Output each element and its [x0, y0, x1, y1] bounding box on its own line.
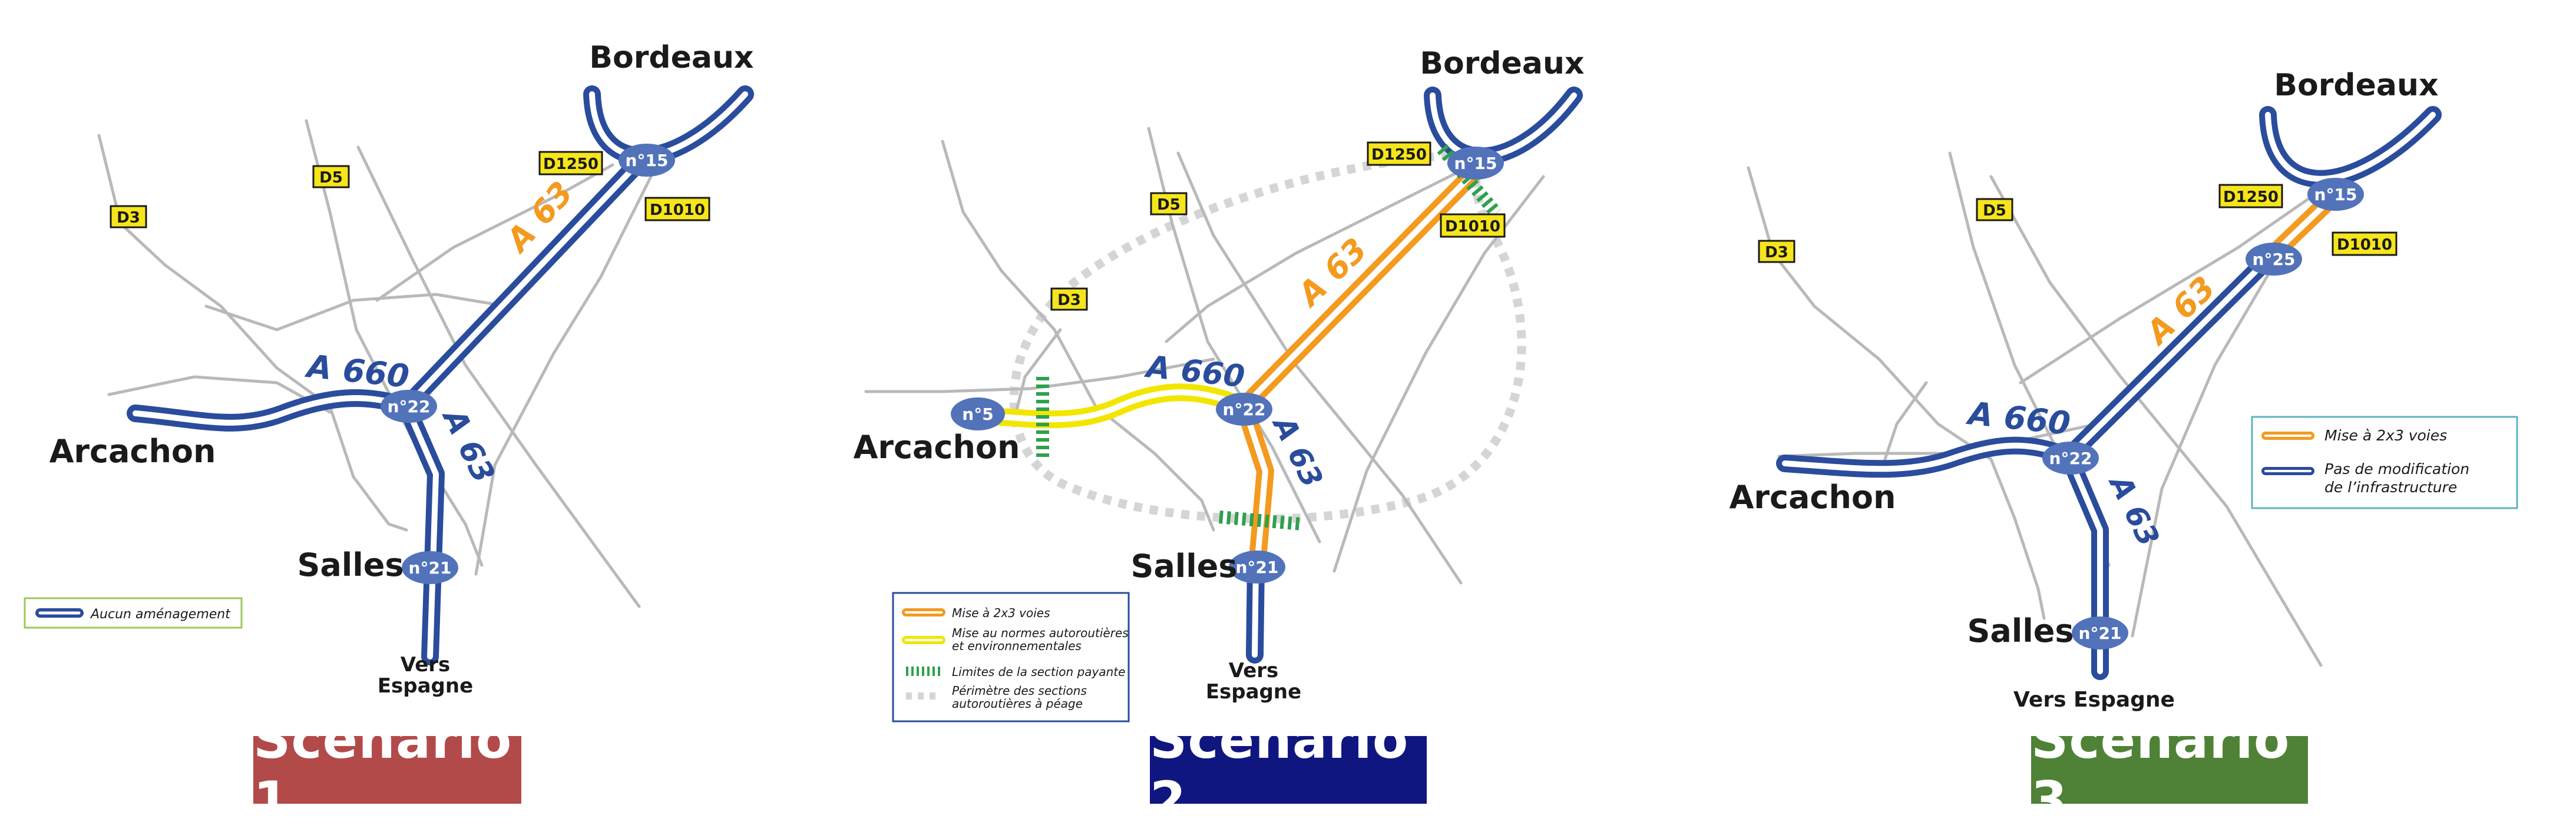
a660-highway — [127, 389, 415, 432]
place-vers-espagne: Vers Espagne — [2013, 688, 2175, 712]
node-n15: n°15 — [619, 144, 675, 177]
map-scenario-1: D3 D5 D1250 D1010 A 63 A 63 A 660 n°15 n… — [24, 40, 754, 698]
secondary-roads — [97, 119, 656, 608]
legend-item-label: Aucun aménagement — [90, 607, 231, 622]
node-n25: n°25 — [2246, 243, 2302, 276]
scenario-3-title: Scénario 3 — [2031, 710, 2308, 831]
road-badge-d1250: D1250 — [538, 151, 603, 175]
node-n15-label: n°15 — [1454, 154, 1497, 173]
a660-upgraded — [969, 383, 1253, 429]
place-salles: Salles — [1130, 548, 1237, 585]
place-bordeaux: Bordeaux — [2274, 68, 2438, 103]
node-n22-label: n°22 — [1223, 400, 1266, 419]
legend-scenario-1: Aucun aménagement — [24, 597, 243, 629]
road-badge-d3-label: D3 — [117, 209, 140, 227]
road-badge-d1010: D1010 — [2332, 231, 2398, 256]
road-badge-d1010: D1010 — [644, 197, 710, 221]
node-n22: n°22 — [2042, 442, 2099, 475]
road-badge-d1250: D1250 — [2218, 184, 2283, 208]
road-badge-d5: D5 — [1150, 192, 1188, 216]
road-badge-d5-label: D5 — [1983, 202, 2006, 220]
legend-item-label: Mise à 2x3 voies — [952, 606, 1050, 620]
legend-item-label: Mise au normes autoroutières — [952, 626, 1129, 640]
road-badge-d1010-label: D1010 — [650, 201, 705, 219]
legend-item-label: Périmètre des sections — [952, 684, 1087, 698]
a660-label: A 660 — [1965, 395, 2072, 442]
a63-highway-north — [1424, 87, 1583, 165]
node-n5: n°5 — [951, 397, 1005, 430]
road-badge-d1250-label: D1250 — [543, 155, 598, 173]
road-badge-d1250-label: D1250 — [2223, 188, 2279, 206]
road-badge-d3: D3 — [1758, 240, 1795, 263]
node-n15-label: n°15 — [626, 151, 669, 170]
place-arcachon: Arcachon — [49, 433, 216, 470]
place-salles: Salles — [297, 546, 404, 584]
road-badge-d1250: D1250 — [1367, 141, 1431, 166]
a660-label: A 660 — [303, 347, 411, 395]
road-badge-d5: D5 — [312, 165, 350, 188]
place-bordeaux: Bordeaux — [1420, 46, 1584, 81]
legend-item-label-line2: autoroutières à péage — [952, 697, 1083, 711]
node-n25-label: n°25 — [2253, 250, 2296, 269]
node-n21-label: n°21 — [409, 558, 452, 578]
road-badge-d3: D3 — [110, 205, 147, 228]
scenario-1-title: Scénario 1 — [253, 710, 521, 831]
node-n21: n°21 — [1229, 551, 1285, 584]
map-scenario-2: D3 D5 D1250 D1010 A 63 A 63 A 660 n°15 n… — [854, 46, 1585, 722]
node-n21-label: n°21 — [1236, 558, 1279, 577]
legend-scenario-2: Mise à 2x3 voies Mise au normes autorout… — [892, 592, 1130, 722]
legend-item-label: Pas de modification — [2324, 460, 2469, 478]
node-n15: n°15 — [2307, 178, 2364, 211]
node-n15-label: n°15 — [2314, 185, 2357, 204]
road-badge-d1250-label: D1250 — [1371, 146, 1427, 164]
toll-perimeter — [1009, 150, 1526, 523]
place-vers: Vers — [1229, 659, 1279, 682]
node-n22-label: n°22 — [2049, 449, 2092, 468]
road-badge-d1010-label: D1010 — [1445, 218, 1500, 236]
road-badge-d3-label: D3 — [1765, 244, 1788, 261]
node-n21-label: n°21 — [2079, 624, 2122, 643]
node-n22-label: n°22 — [388, 397, 431, 416]
legend-item-label-line2: et environnementales — [952, 639, 1082, 653]
place-espagne: Espagne — [378, 674, 473, 698]
road-badge-d5: D5 — [1976, 198, 2013, 221]
node-n5-label: n°5 — [962, 405, 993, 424]
a63-label-top: A 63 — [1289, 231, 1374, 314]
legend-item-label: Mise à 2x3 voies — [2324, 427, 2447, 444]
scenario-2-title: Scénario 2 — [1150, 710, 1427, 831]
a63-highway — [398, 85, 754, 665]
road-badge-d5-label: D5 — [319, 169, 343, 187]
place-arcachon: Arcachon — [1730, 479, 1896, 516]
road-badge-d3-label: D3 — [1057, 291, 1081, 309]
road-badge-d3: D3 — [1050, 287, 1088, 311]
node-n15: n°15 — [1447, 147, 1504, 180]
place-salles: Salles — [1967, 612, 2074, 649]
place-arcachon: Arcachon — [854, 429, 1020, 466]
map-scenario-3: D3 D5 D1250 D1010 A 63 A 63 A 660 n°15 n… — [1730, 68, 2518, 712]
node-n22: n°22 — [381, 390, 437, 423]
node-n21: n°21 — [402, 551, 458, 584]
place-vers: Vers — [401, 653, 451, 677]
place-espagne: Espagne — [1206, 680, 1301, 704]
road-badge-d1010: D1010 — [1440, 213, 1506, 238]
a660-highway — [1776, 436, 2078, 478]
place-bordeaux: Bordeaux — [589, 40, 753, 75]
a63-highway-south — [2060, 106, 2442, 680]
legend-item-label: Limites de la section payante — [952, 665, 1125, 679]
road-badge-d1010-label: D1010 — [2337, 236, 2392, 254]
node-n22: n°22 — [1216, 393, 1272, 426]
toll-limits — [1036, 144, 1502, 531]
legend-scenario-3: Mise à 2x3 voies Pas de modification de … — [2251, 416, 2518, 509]
node-n21: n°21 — [2072, 616, 2128, 649]
legend-item-label-line2: de l’infrastructure — [2324, 479, 2457, 496]
road-badge-d5-label: D5 — [1157, 196, 1180, 214]
